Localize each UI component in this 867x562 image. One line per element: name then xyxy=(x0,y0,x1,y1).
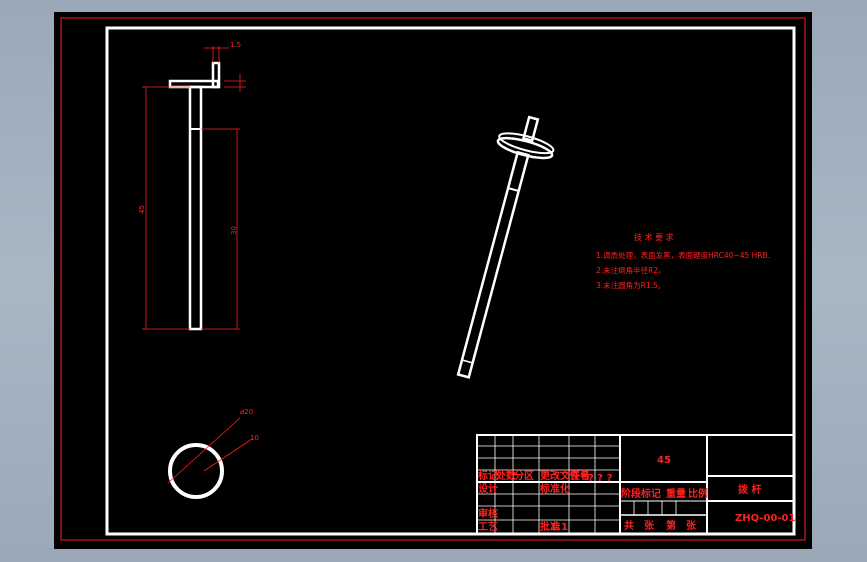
sign-design: 设计 xyxy=(478,482,498,495)
part-name: 拨 杆 xyxy=(738,483,761,496)
wall-leader xyxy=(203,438,253,472)
sign-process: 工艺 xyxy=(478,520,498,533)
dim-top-width: 1.5 xyxy=(230,41,241,49)
row-label-4: 签名 xyxy=(569,469,590,482)
sign-review: 审核 xyxy=(478,507,498,520)
cad-drawing: 1.5 45 30 ø20 10 技 术 要 求 1.调质处理，表面发黑，表面硬… xyxy=(60,17,806,541)
iso-view xyxy=(456,115,555,379)
weight-label: 重量 xyxy=(666,487,686,500)
approve-label: 批准 xyxy=(540,520,560,533)
pin-outline xyxy=(211,61,221,89)
stage-mark: 阶段标记 xyxy=(621,487,661,500)
row-label-2: 分区 xyxy=(514,469,534,482)
note-1: 1.调质处理，表面发黑，表面硬度HRC40~45 HRB. xyxy=(596,250,770,260)
diameter-leader xyxy=(167,417,241,484)
row-label-0: 标记 xyxy=(477,469,498,482)
dim-lower-length: 30 xyxy=(230,226,238,235)
technical-notes: 技 术 要 求 1.调质处理，表面发黑，表面硬度HRC40~45 HRB. 2.… xyxy=(596,232,770,290)
section-circle xyxy=(168,443,224,499)
note-3: 3.未注圆角为R1.5。 xyxy=(596,280,665,290)
inner-frame xyxy=(105,26,796,536)
material-label: 45 xyxy=(657,455,671,466)
title-block: 45 拨 杆 ZHQ-00-01 1:1 ? ? ? 标记 处数 分区 更改文件… xyxy=(476,434,795,535)
sheet-index: 第 xyxy=(666,519,676,532)
scale-label: 比例 xyxy=(688,487,708,500)
dim-total-length: 45 xyxy=(138,205,146,214)
sheet-total: 共 xyxy=(624,519,634,532)
scale-value: 1:1 xyxy=(550,522,568,533)
row-label-3: 更改文件号 xyxy=(540,469,590,482)
shaft-outline xyxy=(188,85,203,331)
outer-frame xyxy=(60,17,806,541)
dim-wall: 10 xyxy=(250,434,259,442)
dim-diameter: ø20 xyxy=(240,408,253,416)
sheet-unit-2: 张 xyxy=(686,519,697,532)
note-2: 2.未注倒角半径R2。 xyxy=(596,265,666,275)
notes-title: 技 术 要 求 xyxy=(634,232,674,242)
marks: ? ? ? xyxy=(588,473,613,484)
drawing-number: ZHQ-00-01 xyxy=(735,513,795,524)
iso-shaft xyxy=(456,150,530,379)
std-label: 标准化 xyxy=(539,482,570,495)
section-view: ø20 10 xyxy=(167,408,259,499)
sheet-unit-1: 张 xyxy=(644,519,655,532)
row-label-1: 处数 xyxy=(495,469,517,482)
front-view: 1.5 45 30 xyxy=(138,41,246,331)
drawing-canvas: 1.5 45 30 ø20 10 技 术 要 求 1.调质处理，表面发黑，表面硬… xyxy=(54,12,812,549)
